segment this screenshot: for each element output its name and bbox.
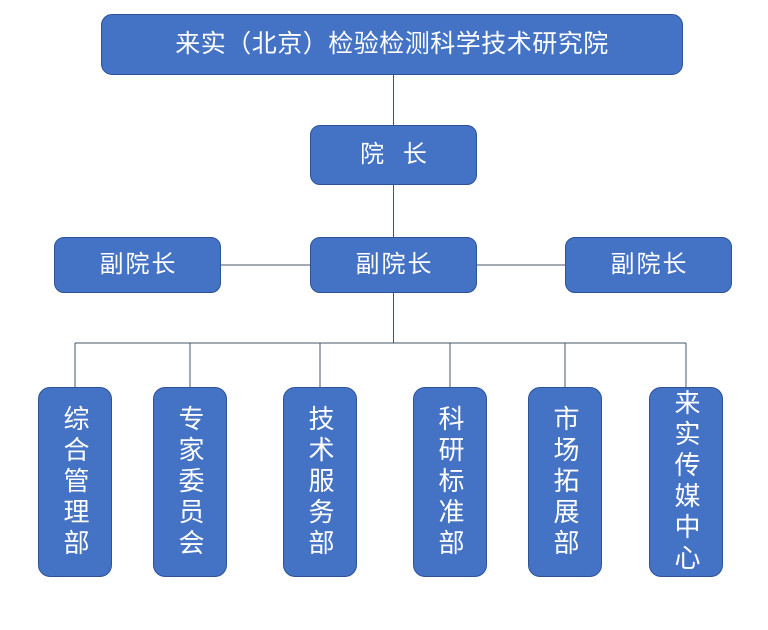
org-node-department-general-management[interactable]: 综合管理部 [38,387,112,577]
org-node-department-expert-committee-label: 专家委员会 [175,404,205,560]
org-node-department-research-standards[interactable]: 科研标准部 [413,387,487,577]
org-node-root[interactable]: 来实（北京）检验检测科学技术研究院 [101,14,683,75]
org-node-president-label: 院 长 [360,141,433,169]
org-node-vice-president-right-label: 副院长 [610,251,689,279]
org-node-vice-president-right[interactable]: 副院长 [565,237,732,293]
org-node-department-market-development[interactable]: 市场拓展部 [528,387,602,577]
org-node-department-market-development-label: 市场拓展部 [550,404,580,560]
org-node-vice-president-center[interactable]: 副院长 [310,237,477,293]
org-node-vice-president-center-label: 副院长 [355,251,434,279]
org-node-department-technical-service[interactable]: 技术服务部 [283,387,357,577]
org-node-vice-president-left-label: 副院长 [99,251,178,279]
org-node-department-media-center-label: 来实传媒中心 [671,389,701,575]
org-node-vice-president-left[interactable]: 副院长 [54,237,221,293]
org-node-department-media-center[interactable]: 来实传媒中心 [649,387,723,577]
org-node-department-general-management-label: 综合管理部 [60,404,90,560]
org-node-department-research-standards-label: 科研标准部 [435,404,465,560]
org-node-root-label: 来实（北京）检验检测科学技术研究院 [175,30,609,59]
org-node-president[interactable]: 院 长 [310,125,477,185]
org-node-department-expert-committee[interactable]: 专家委员会 [153,387,227,577]
org-node-department-technical-service-label: 技术服务部 [305,404,335,560]
